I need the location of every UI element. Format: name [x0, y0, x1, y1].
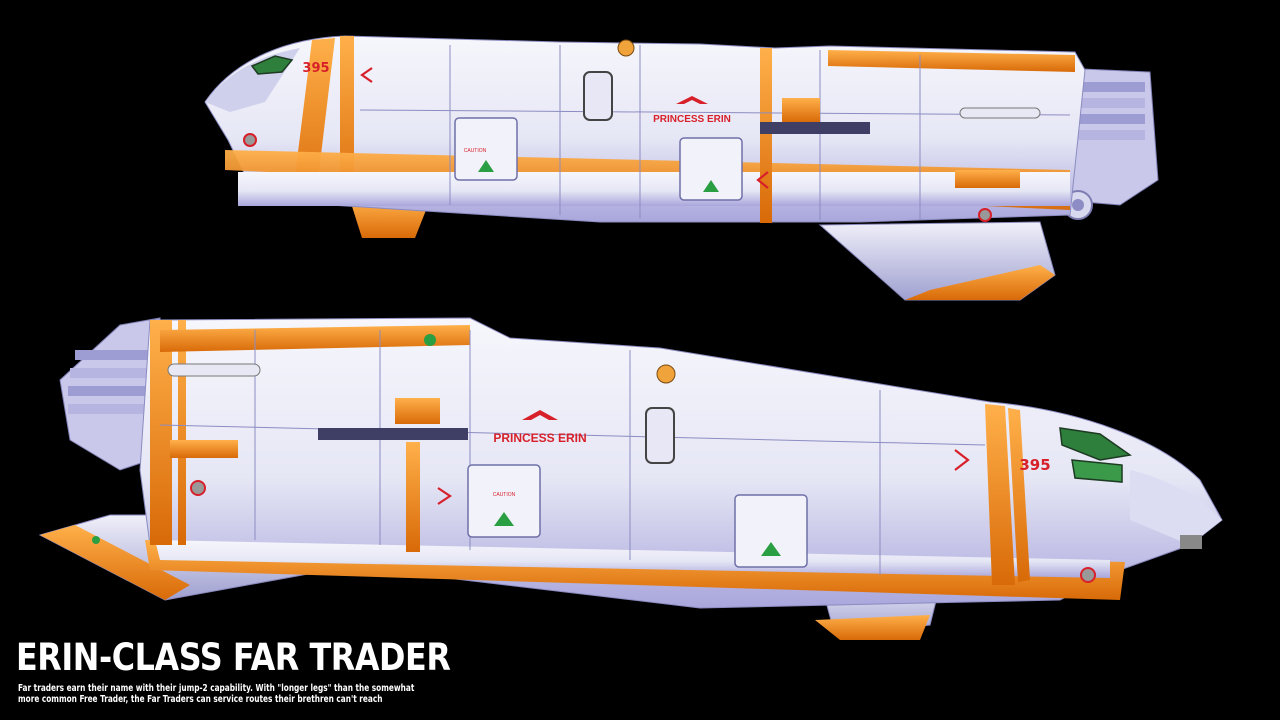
bottom-engine-block: [59, 317, 166, 471]
top-porthole: [583, 71, 613, 121]
top-panel-lines: [359, 45, 1071, 220]
bottom-hull-number: 395: [1019, 456, 1050, 474]
caption-line-1: Far traders earn their name with their j…: [18, 683, 415, 694]
bottom-starship: PRINCESS ERIN 395 CAUTION: [38, 317, 1223, 640]
top-missile: [959, 107, 1041, 119]
caption-line-2: more common Free Trader, the Far Traders…: [18, 694, 383, 705]
bottom-cockpit-window: [1059, 427, 1132, 461]
bottom-porthole: [645, 407, 675, 464]
poster-title: ERIN-CLASS FAR TRADER: [16, 636, 451, 679]
top-starship: PRINCESS ERIN 395 CAUTION: [204, 35, 1159, 301]
top-name-emblem: PRINCESS ERIN: [653, 96, 731, 125]
top-caution-label: CAUTION: [464, 148, 487, 154]
bottom-hatch: [467, 464, 541, 538]
top-hatch: [454, 117, 518, 181]
bottom-name-emblem: PRINCESS ERIN: [493, 410, 587, 445]
poster-caption: Far traders earn their name with their j…: [18, 683, 465, 705]
bottom-hatch: [734, 494, 808, 568]
top-hatch: [679, 137, 743, 201]
top-ship-name: PRINCESS ERIN: [653, 114, 731, 125]
bottom-caution-label: CAUTION: [493, 492, 516, 498]
bottom-ship-name: PRINCESS ERIN: [493, 431, 586, 445]
top-cockpit-window: [250, 55, 294, 75]
top-hull-number: 395: [302, 61, 329, 76]
bottom-missile: [167, 363, 261, 377]
